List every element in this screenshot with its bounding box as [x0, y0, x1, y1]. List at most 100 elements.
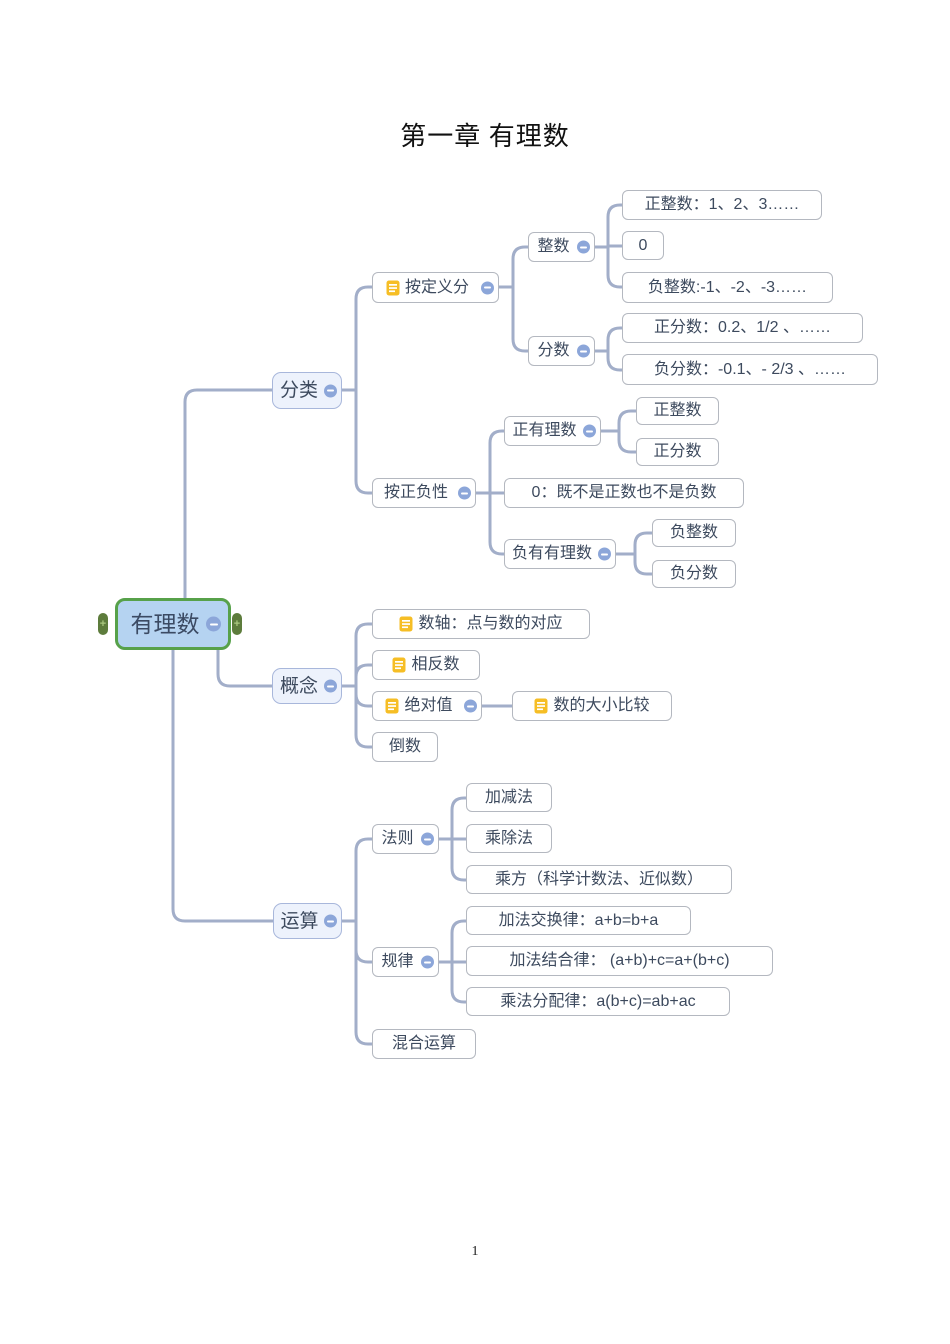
topic-by-sign[interactable]: 按正负性 — [372, 478, 476, 508]
add-child-handle-right[interactable]: + — [232, 613, 242, 635]
collapse-minus-icon[interactable] — [577, 344, 590, 358]
connector-concepts-children — [340, 622, 374, 749]
leaf-negative-fractions[interactable]: 负分数 — [652, 560, 736, 588]
node-label: 乘除法 — [484, 829, 533, 847]
node-label: 0：既不是正数也不是负数 — [531, 484, 717, 501]
topic-opposite-number[interactable]: 相反数 — [372, 650, 480, 680]
leaf-power-scientific-notation[interactable]: 乘方（科学计数法、近似数） — [466, 865, 732, 894]
topic-reciprocal[interactable]: 倒数 — [372, 732, 438, 762]
leaf-commutative-law[interactable]: 加法交换律：a+b=b+a — [466, 906, 691, 935]
node-label: 规律 — [381, 953, 414, 970]
node-label: 倒数 — [388, 738, 421, 755]
leaf-negative-integers-examples[interactable]: 负整数:-1、-2、-3…… — [622, 272, 833, 303]
collapse-minus-icon[interactable] — [324, 679, 337, 693]
topic-number-line[interactable]: 数轴：点与数的对应 — [372, 609, 590, 639]
topic-absolute-value[interactable]: 绝对值 — [372, 691, 482, 721]
document-icon — [399, 616, 413, 632]
node-label: 0 — [638, 236, 648, 254]
node-label: 分数 — [537, 342, 570, 359]
leaf-distributive-law[interactable]: 乘法分配律：a(b+c)=ab+ac — [466, 987, 730, 1016]
branch-operations[interactable]: 运算 — [273, 903, 342, 939]
leaf-number-comparison[interactable]: 数的大小比较 — [512, 691, 672, 721]
node-label: 加法结合律： (a+b)+c=a+(b+c) — [509, 952, 730, 969]
add-child-handle-left[interactable]: + — [98, 613, 108, 635]
node-label: 加减法 — [484, 788, 533, 806]
connector-root-concepts — [216, 646, 274, 688]
node-label: 有理数 — [130, 610, 200, 637]
node-label: 加法交换律：a+b=b+a — [498, 911, 659, 929]
connector-bydefinition-children — [497, 245, 530, 353]
leaf-associative-law[interactable]: 加法结合律： (a+b)+c=a+(b+c) — [466, 946, 773, 976]
connector-root-operations — [171, 646, 275, 923]
node-label: 整数 — [537, 238, 570, 255]
connector-integers-children — [593, 203, 624, 289]
document-icon — [385, 698, 399, 714]
collapse-minus-icon[interactable] — [421, 832, 434, 846]
leaf-negative-integers[interactable]: 负整数 — [652, 519, 736, 547]
page-title: 第一章 有理数 — [400, 122, 570, 151]
topic-negative-rationals[interactable]: 负有有理数 — [504, 539, 616, 569]
node-label: 相反数 — [411, 656, 460, 673]
leaf-addition-subtraction[interactable]: 加减法 — [466, 783, 552, 812]
node-label: 混合运算 — [391, 1035, 456, 1052]
node-label: 负整数 — [669, 524, 718, 541]
node-label: 概念 — [279, 675, 318, 697]
node-label: 负有有理数 — [511, 545, 592, 562]
connector-classification-children — [340, 285, 374, 495]
topic-mixed-operations[interactable]: 混合运算 — [372, 1029, 476, 1059]
node-label: 运算 — [280, 910, 319, 932]
node-label: 负整数:-1、-2、-3…… — [647, 278, 808, 296]
leaf-positive-integers[interactable]: 正整数 — [636, 397, 719, 425]
topic-rules[interactable]: 法则 — [372, 824, 439, 854]
collapse-minus-icon[interactable] — [324, 914, 337, 928]
root-rational-numbers[interactable]: 有理数 — [115, 598, 231, 650]
node-label: 按正负性 — [383, 484, 448, 501]
node-label: 按定义分 — [404, 278, 469, 296]
leaf-zero[interactable]: 0 — [622, 231, 664, 260]
node-label: 法则 — [381, 830, 414, 847]
connector-operations-children — [340, 837, 374, 1046]
collapse-minus-icon[interactable] — [577, 240, 590, 254]
node-label: 负分数：-0.1、- 2/3 、…… — [653, 360, 847, 378]
document-icon — [392, 657, 406, 673]
node-label: 正有理数 — [512, 422, 577, 439]
topic-by-definition[interactable]: 按定义分 — [372, 272, 499, 303]
collapse-minus-icon[interactable] — [324, 384, 337, 397]
connector-rules-children — [437, 796, 468, 882]
connector-fractions-children — [593, 326, 624, 372]
leaf-negative-fractions-examples[interactable]: 负分数：-0.1、- 2/3 、…… — [622, 354, 878, 385]
leaf-multiplication-division[interactable]: 乘除法 — [466, 824, 552, 853]
connector-bysign-children — [474, 429, 506, 556]
collapse-minus-icon[interactable] — [421, 955, 434, 969]
leaf-positive-fractions[interactable]: 正分数 — [636, 438, 719, 466]
collapse-minus-icon[interactable] — [458, 486, 471, 500]
topic-fractions[interactable]: 分数 — [528, 336, 595, 366]
leaf-positive-fractions-examples[interactable]: 正分数：0.2、1/2 、…… — [622, 313, 863, 343]
leaf-positive-integers-examples[interactable]: 正整数：1、2、3…… — [622, 190, 822, 220]
branch-classification[interactable]: 分类 — [272, 372, 342, 409]
collapse-minus-icon[interactable] — [583, 424, 596, 438]
node-label: 乘方（科学计数法、近似数） — [494, 870, 703, 888]
collapse-minus-icon[interactable] — [206, 616, 221, 632]
leaf-zero-neither[interactable]: 0：既不是正数也不是负数 — [504, 478, 744, 508]
node-label: 乘法分配律：a(b+c)=ab+ac — [500, 992, 696, 1010]
node-label: 绝对值 — [404, 697, 453, 714]
topic-laws[interactable]: 规律 — [372, 947, 439, 977]
connector-negativerationals-children — [614, 531, 654, 576]
topic-integers[interactable]: 整数 — [528, 232, 595, 262]
node-label: 数的大小比较 — [553, 697, 650, 714]
connector-positiverationals-children — [599, 409, 638, 454]
connector-laws-children — [437, 919, 468, 1004]
topic-positive-rationals[interactable]: 正有理数 — [504, 416, 601, 446]
page-number: 1 — [471, 1244, 479, 1259]
node-label: 负分数 — [669, 565, 718, 582]
collapse-minus-icon[interactable] — [464, 699, 477, 713]
collapse-minus-icon[interactable] — [481, 281, 494, 294]
node-label: 正整数 — [653, 402, 702, 419]
branch-concepts[interactable]: 概念 — [272, 668, 342, 704]
document-icon — [534, 698, 548, 714]
collapse-minus-icon[interactable] — [598, 547, 611, 561]
document-icon — [386, 280, 400, 296]
